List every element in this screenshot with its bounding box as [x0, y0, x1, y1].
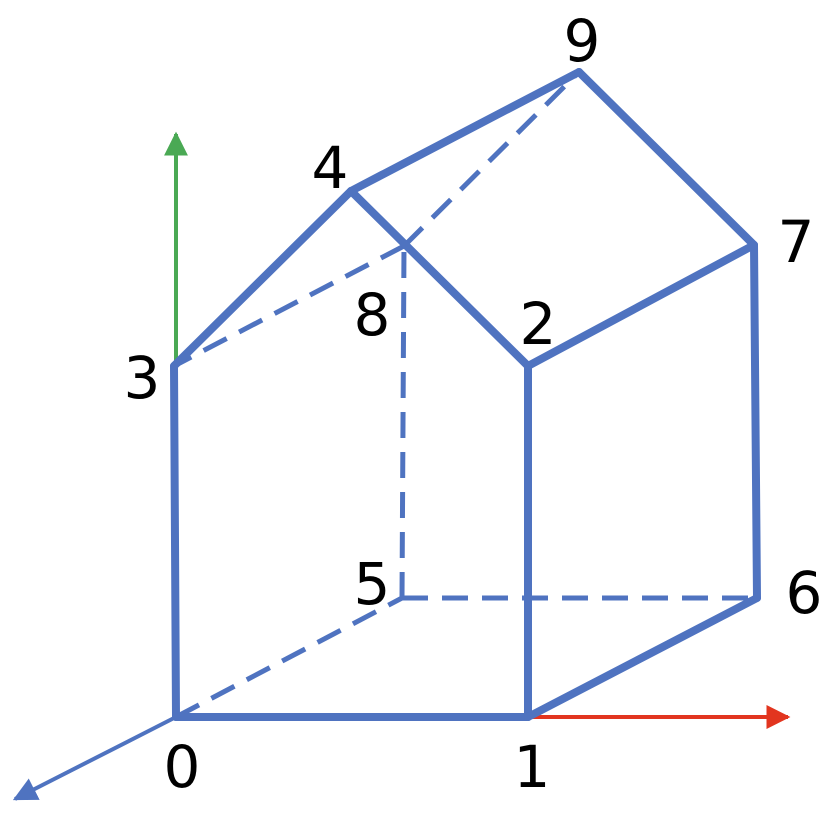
edge-3-0 [170, 362, 180, 721]
axes [12, 131, 791, 801]
vertex-labels: 0 1 2 3 4 5 6 7 8 9 [124, 7, 823, 801]
vertex-label-3: 3 [124, 344, 161, 412]
hidden-edge-5-8 [399, 245, 407, 599]
vertex-label-7: 7 [778, 208, 815, 276]
vertex-label-2: 2 [520, 290, 557, 358]
edge-2-4 [347, 187, 532, 370]
edge-9-4 [347, 68, 583, 195]
vertex-label-6: 6 [786, 559, 823, 627]
z-axis-arrow [12, 715, 177, 801]
vertex-label-1: 1 [514, 733, 551, 801]
vertex-label-8: 8 [354, 281, 391, 349]
edge-6-7 [750, 241, 761, 602]
edge-7-9 [575, 68, 758, 249]
vertex-label-5: 5 [354, 550, 391, 618]
edge-2-7 [524, 241, 758, 370]
hidden-edge-8-3 [172, 243, 406, 369]
hidden-edges [172, 70, 757, 720]
hidden-edge-8-9 [402, 70, 581, 248]
vertex-label-0: 0 [164, 733, 201, 801]
edge-4-3 [170, 187, 355, 370]
visible-edges [170, 68, 761, 721]
vertex-label-4: 4 [312, 134, 349, 202]
edge-1-6 [524, 594, 761, 721]
vertex-label-9: 9 [564, 7, 601, 75]
hidden-edge-0-5 [174, 595, 404, 720]
